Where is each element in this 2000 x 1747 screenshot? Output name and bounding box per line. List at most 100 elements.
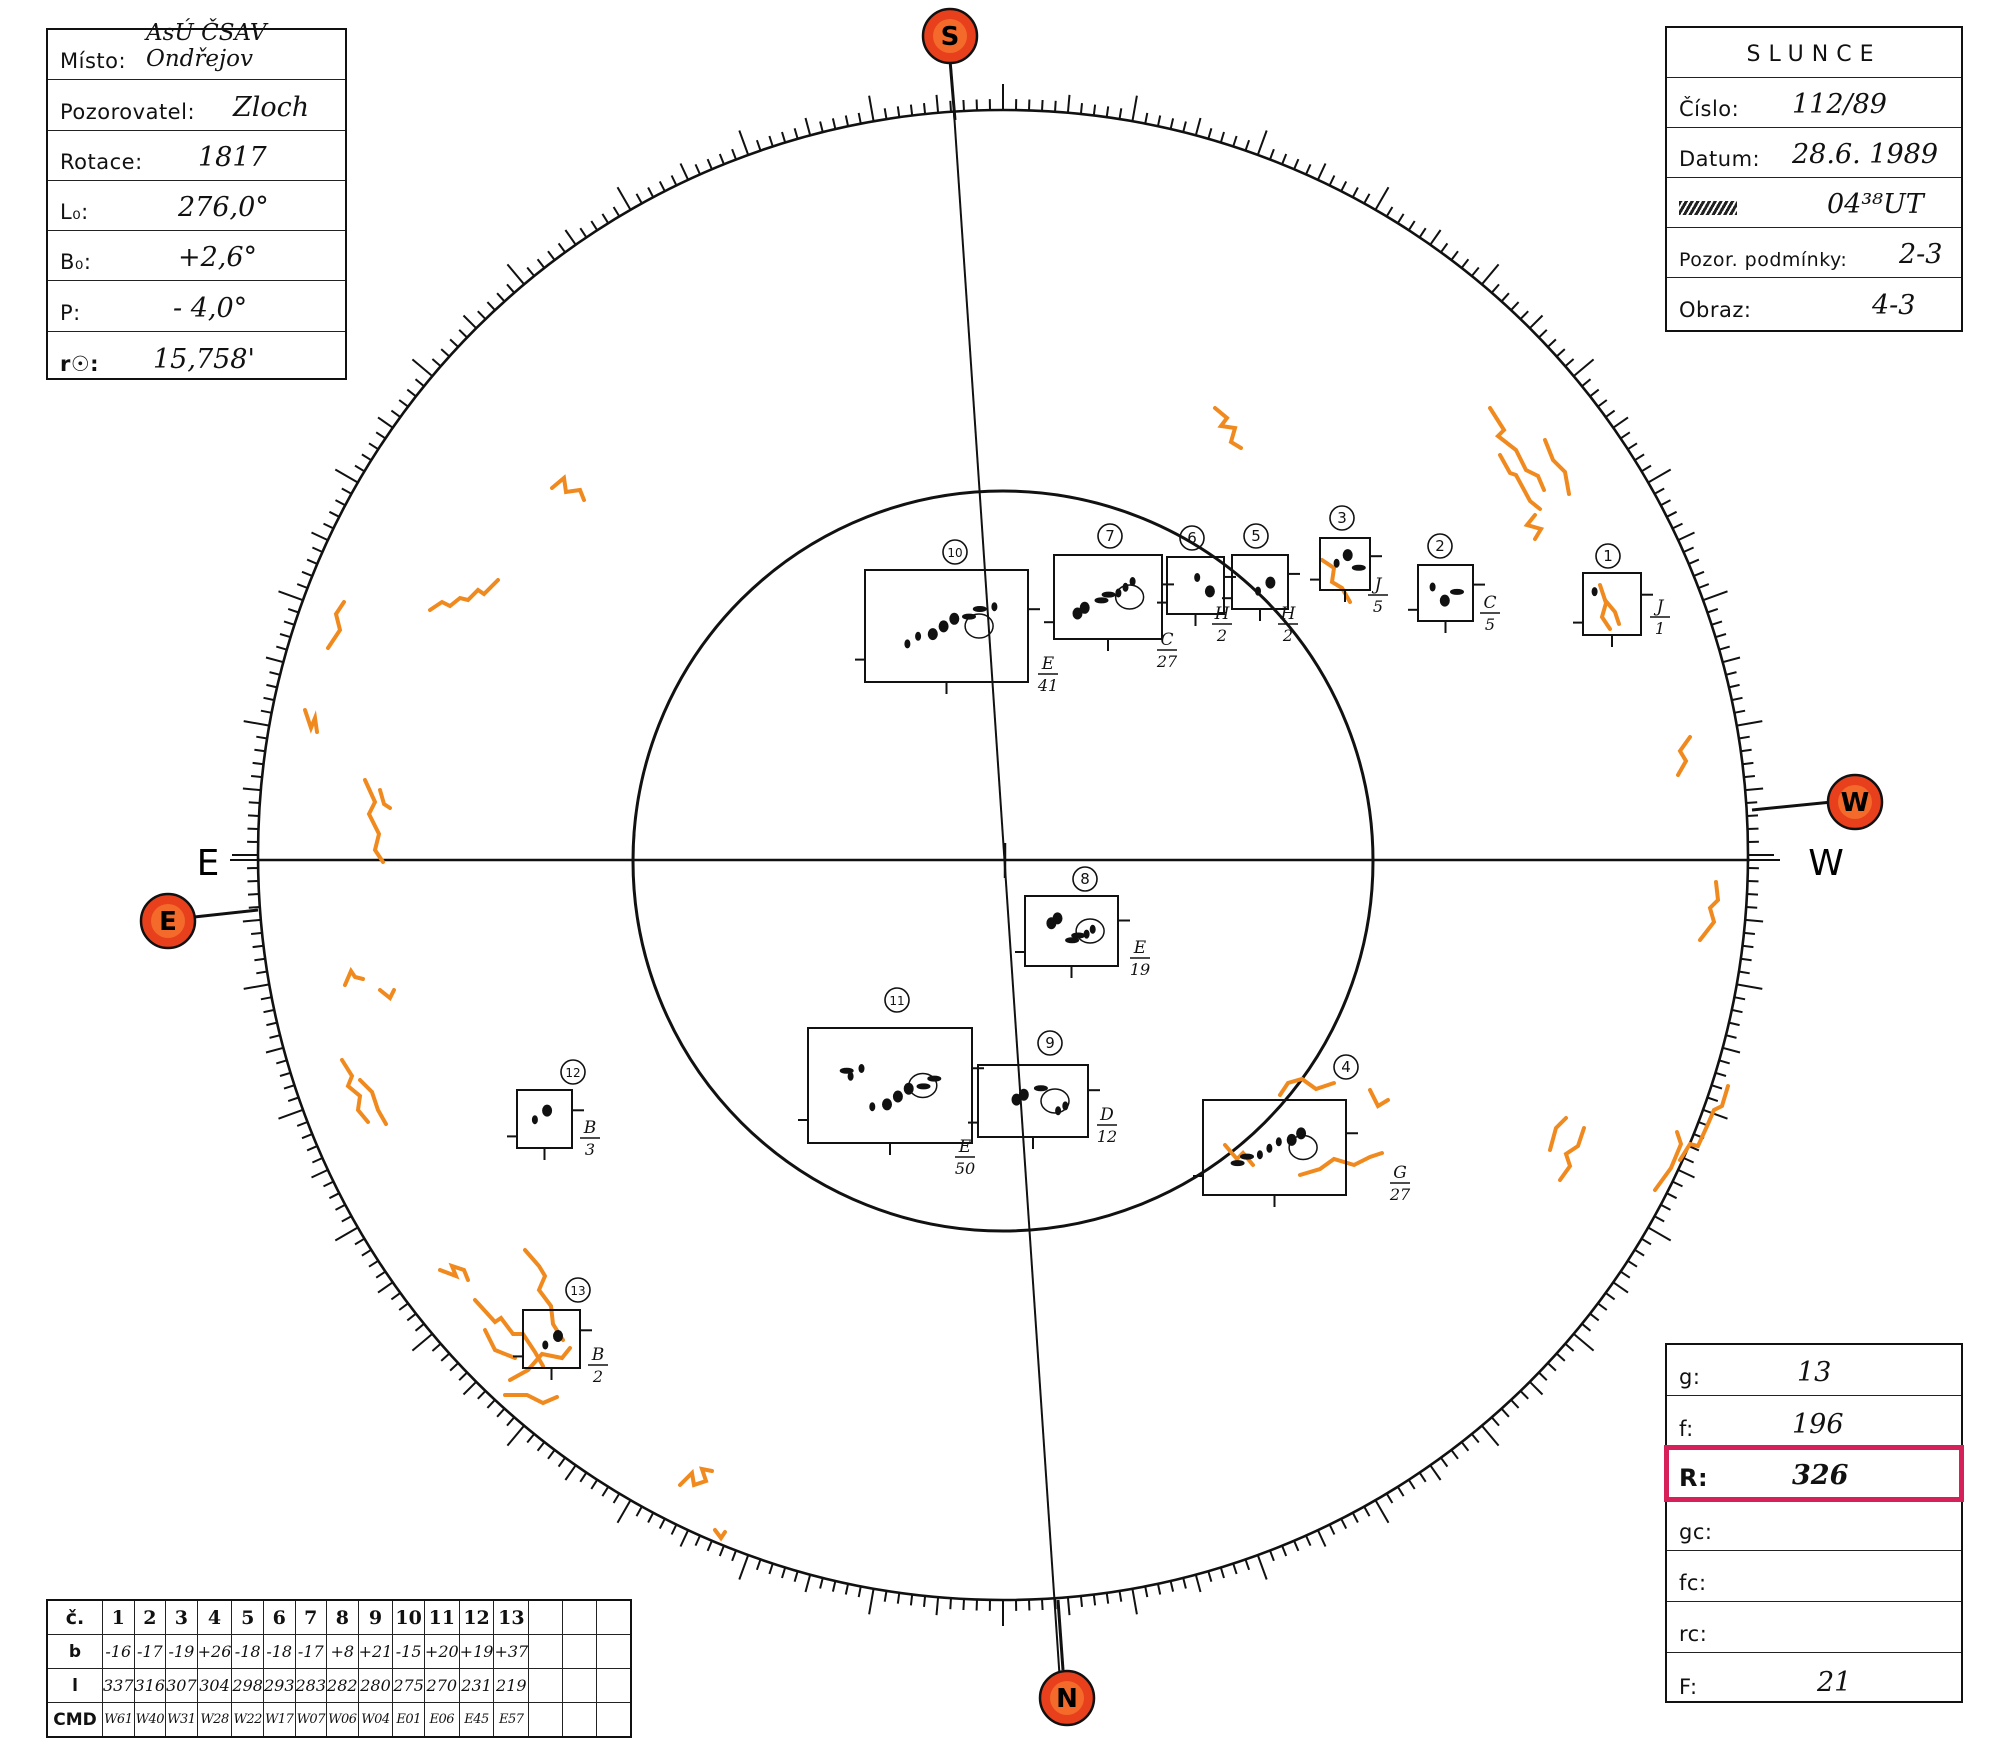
tick-mark bbox=[462, 1381, 477, 1396]
b0-value: +2,6° bbox=[178, 242, 258, 274]
tick-mark bbox=[1627, 442, 1638, 451]
tick-mark bbox=[1707, 1096, 1719, 1103]
r-value: 326 bbox=[1792, 1460, 1849, 1492]
tick-mark bbox=[1500, 1407, 1510, 1418]
sunspot bbox=[1018, 1088, 1029, 1101]
sunspot bbox=[972, 606, 987, 612]
group-class: E bbox=[1133, 938, 1147, 958]
tick-mark bbox=[1597, 399, 1608, 408]
tick-mark bbox=[1641, 1237, 1652, 1246]
tick-mark bbox=[311, 546, 323, 553]
tick-mark bbox=[1232, 1563, 1238, 1575]
tick-mark bbox=[1256, 1554, 1268, 1580]
tick-mark bbox=[406, 1312, 417, 1322]
penumbra-outline bbox=[1288, 1134, 1318, 1161]
tick-mark bbox=[658, 180, 666, 192]
group-class: J bbox=[1654, 597, 1665, 617]
table-cell: +8 bbox=[326, 1634, 359, 1669]
info-row-p: P: - 4,0° bbox=[48, 281, 345, 332]
empty-cell bbox=[596, 1668, 632, 1703]
tick-mark bbox=[411, 1333, 433, 1352]
tick-mark bbox=[263, 696, 275, 702]
sunspot bbox=[531, 1115, 538, 1125]
tick-mark bbox=[1131, 1588, 1138, 1615]
tick-mark bbox=[1612, 416, 1629, 429]
tick-mark bbox=[335, 1203, 346, 1211]
tick-mark bbox=[1573, 358, 1595, 377]
tick-mark bbox=[557, 242, 566, 253]
table-cell: 307 bbox=[165, 1668, 198, 1703]
tick-mark bbox=[1597, 1302, 1608, 1311]
tick-mark bbox=[1641, 464, 1652, 473]
group-spot-count: 27 bbox=[1156, 652, 1178, 671]
tick-mark bbox=[1538, 329, 1548, 339]
observer-value: Zloch bbox=[233, 91, 310, 123]
group-box bbox=[977, 1064, 1089, 1138]
group-number: 6 bbox=[1187, 529, 1197, 547]
sunspot bbox=[1255, 586, 1261, 596]
group-number-circle bbox=[1427, 533, 1453, 559]
b0-label: B₀: bbox=[60, 250, 92, 275]
facula bbox=[1598, 583, 1612, 631]
tick-mark bbox=[269, 1034, 281, 1039]
rc-label: rc: bbox=[1679, 1622, 1708, 1647]
tick-mark bbox=[301, 1133, 313, 1140]
tick-mark bbox=[1340, 180, 1348, 192]
w-marker-glow bbox=[1838, 785, 1872, 819]
tick-mark bbox=[1725, 671, 1737, 676]
sunspot bbox=[938, 620, 949, 633]
penumbra-outline bbox=[1040, 1088, 1070, 1114]
empty-cell bbox=[562, 1668, 598, 1703]
tick-mark bbox=[868, 95, 875, 122]
facula bbox=[378, 988, 396, 1002]
table-cell: +21 bbox=[357, 1634, 394, 1669]
tick-mark bbox=[1654, 1215, 1665, 1223]
facula bbox=[1498, 453, 1542, 511]
table-cell: E57 bbox=[493, 1702, 530, 1738]
tick-mark bbox=[923, 103, 927, 115]
p-value: - 4,0° bbox=[173, 292, 248, 324]
tick-mark bbox=[1351, 187, 1359, 198]
table-cell: E01 bbox=[392, 1702, 425, 1738]
group-box bbox=[807, 1027, 973, 1144]
group-number: 11 bbox=[889, 994, 904, 1008]
tick-mark bbox=[1105, 106, 1110, 118]
tick-mark bbox=[1207, 128, 1213, 140]
conditions-label: Pozor. podmínky: bbox=[1679, 249, 1848, 271]
sunspot bbox=[949, 612, 960, 625]
group-number: 9 bbox=[1045, 1034, 1055, 1052]
sunspot bbox=[904, 639, 911, 649]
group-number-circle bbox=[1179, 525, 1205, 551]
tick-mark bbox=[793, 128, 799, 140]
tick-mark bbox=[1564, 358, 1575, 367]
date-label: Datum: bbox=[1679, 147, 1761, 171]
group-number-circle bbox=[1097, 523, 1123, 549]
image-value: 4-3 bbox=[1872, 290, 1916, 321]
tick-mark bbox=[1041, 1598, 1044, 1611]
group-number-circle bbox=[560, 1059, 586, 1085]
tick-mark bbox=[279, 1071, 291, 1077]
sunspot bbox=[1342, 549, 1353, 562]
sunspot bbox=[542, 1104, 553, 1117]
s-marker-stem bbox=[948, 59, 957, 121]
tick-mark bbox=[1281, 1545, 1288, 1557]
empty-cell bbox=[528, 1668, 564, 1703]
tick-mark bbox=[579, 1472, 588, 1483]
table-cell: W06 bbox=[326, 1702, 359, 1738]
tick-mark bbox=[1647, 1226, 1672, 1242]
l0-value: 276,0° bbox=[178, 192, 269, 224]
tick-mark bbox=[414, 378, 425, 387]
tick-mark bbox=[1385, 206, 1394, 217]
table-cell: 10 bbox=[392, 1599, 425, 1635]
tick-mark bbox=[296, 1121, 308, 1127]
tick-mark bbox=[536, 1441, 546, 1452]
tick-mark bbox=[1510, 301, 1520, 311]
g-value: 13 bbox=[1797, 1357, 1832, 1389]
group-number-circle bbox=[1243, 523, 1269, 549]
tick-mark bbox=[1620, 1270, 1631, 1279]
group-spot-count: 27 bbox=[1389, 1185, 1411, 1204]
tick-mark bbox=[1156, 115, 1162, 127]
tick-mark bbox=[398, 1302, 409, 1311]
sunspot bbox=[1101, 591, 1116, 598]
